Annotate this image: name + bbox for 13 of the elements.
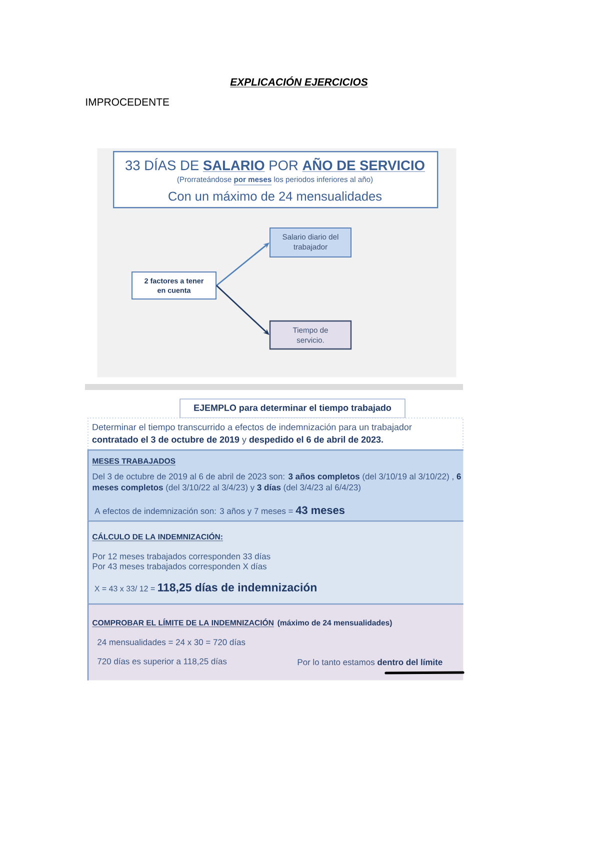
heading-text: Con un máximo de 24 mensualidades [168,191,382,201]
body-text: X = 43 x 33/ 12 = 118,25 días de indemnización [94,582,316,594]
body-text: Del 3 de octubre de 2019 al 6 de abril de 2023 son: 3 años completos (del 3/10/19 al 3/10/22) , 6 meses completos (del 3/10/22 al 3/4/23) y 3 días (del 3/4/23 al 6/4/23) [92,473,461,492]
body-text: Por 43 meses trabajados corresponden X días [92,563,266,571]
heading-text: 33 DÍAS DE SALARIO POR AÑO DE SERVICIO [126,158,426,172]
body-text: Por lo tanto estamos dentro del límite [298,658,442,666]
body-text: 720 días es superior a 118,25 días [98,658,227,666]
section-heading: IMPROCEDENTE [86,98,169,106]
page-title: EXPLICACIÓN EJERCICIOS [230,76,368,88]
title-box: EJEMPLO para determinar el tiempo trabajado [180,398,406,418]
body-text: A efectos de indemnización son: 3 años y 7 meses = 43 meses [94,506,344,516]
body-text: 24 mensualidades = 24 x 30 = 720 días [98,638,246,646]
body-text: Por 12 meses trabajados corresponden 33 días [92,553,270,561]
